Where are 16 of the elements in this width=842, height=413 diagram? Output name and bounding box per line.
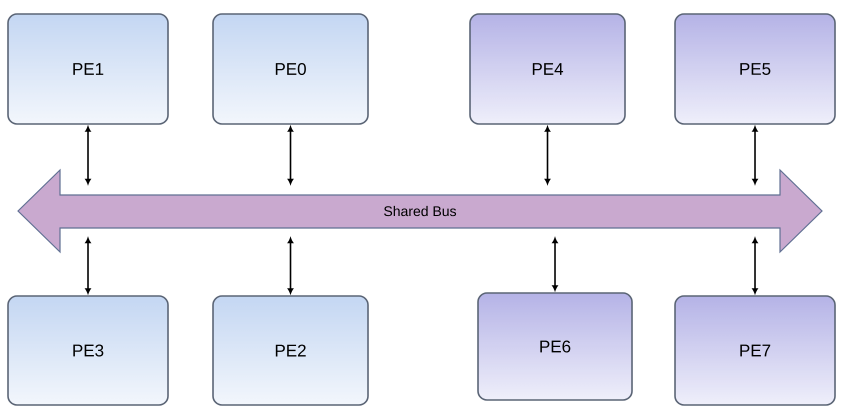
arrow (85, 238, 91, 294)
process-box: PE5 (674, 13, 836, 125)
arrow (85, 126, 91, 184)
arrow (288, 238, 294, 294)
process-box: PE2 (212, 295, 369, 406)
arrow (288, 126, 294, 184)
process-box: PE4 (469, 13, 626, 125)
process-box: PE3 (7, 295, 169, 406)
process-box: PE6 (477, 292, 633, 401)
arrow (752, 126, 758, 184)
arrow (544, 126, 550, 184)
arrow (752, 238, 758, 294)
process-box: PE1 (7, 13, 169, 125)
process-box: PE0 (212, 13, 369, 125)
process-box: PE7 (674, 295, 836, 406)
arrow (552, 238, 558, 291)
